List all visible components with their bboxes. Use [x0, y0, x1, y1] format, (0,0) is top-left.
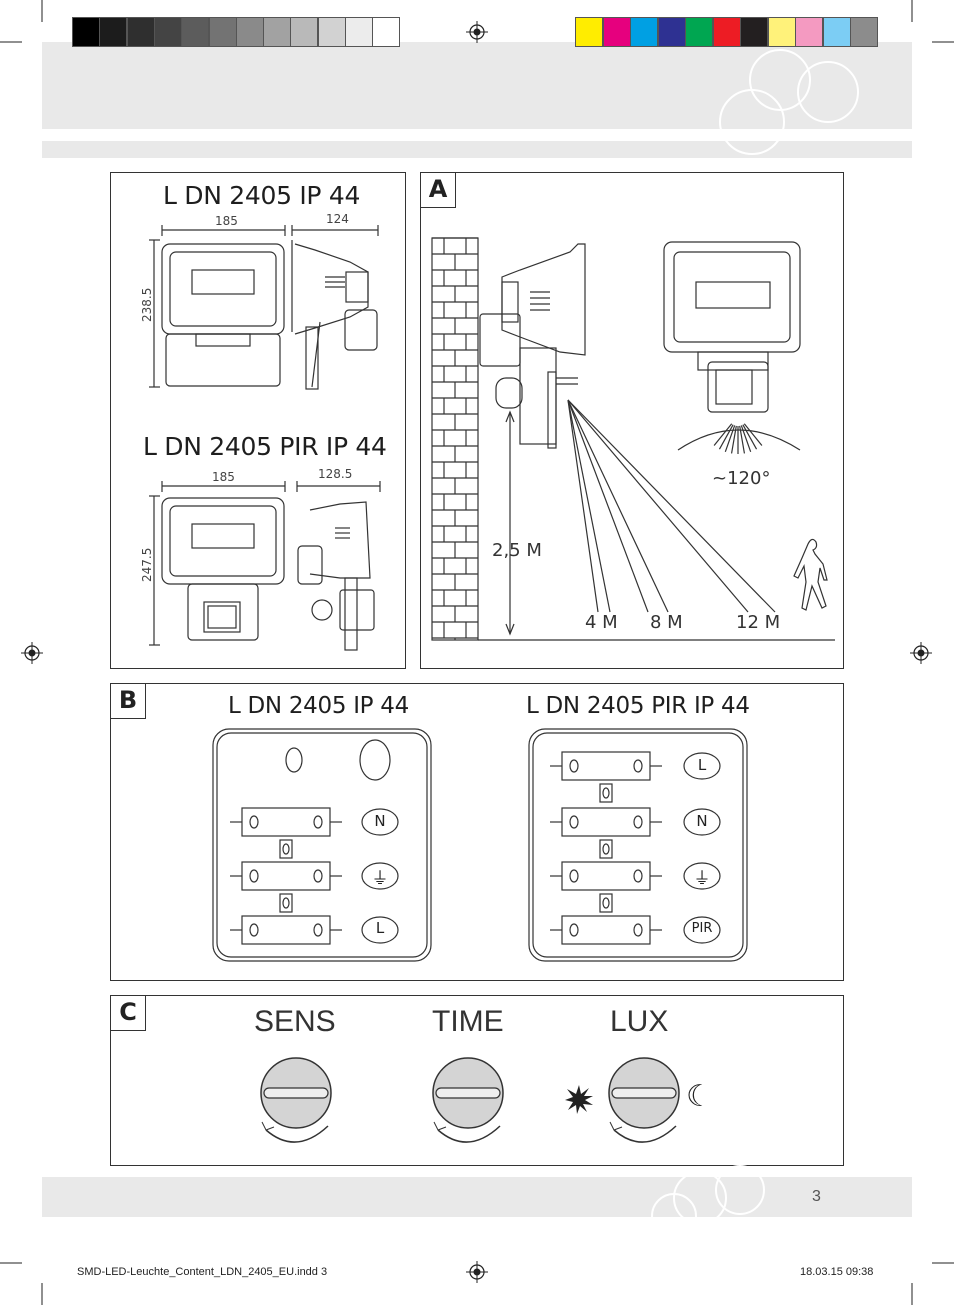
- terminal-label-l: L: [375, 919, 385, 937]
- page-number: 3: [812, 1188, 821, 1205]
- gray-swatch: [126, 17, 155, 47]
- color-swatch: [602, 17, 631, 47]
- footer-date: 18.03.15 09:38: [800, 1266, 874, 1278]
- floodlight-pir-drawing: [149, 481, 381, 651]
- panel-b-label: B: [110, 683, 146, 719]
- header-circles-decoration: [719, 49, 859, 155]
- panel-a: [420, 172, 844, 669]
- terminal-block-ip: [212, 728, 432, 962]
- time-knob[interactable]: [430, 1056, 510, 1148]
- model-ip-title: L DN 2405 IP 44: [163, 181, 361, 210]
- panel-a-label: A: [420, 172, 456, 208]
- distance-8m: 8 M: [650, 612, 683, 633]
- ground-symbol-icon: ⏚: [693, 869, 711, 889]
- crosshair-circle-icon: [466, 1261, 488, 1283]
- gray-swatch: [317, 17, 346, 47]
- floodlight-ip-drawing: [149, 225, 379, 390]
- gray-swatch: [72, 17, 100, 47]
- footer-band: [42, 1177, 912, 1217]
- footer-filename: SMD-LED-Leuchte_Content_LDN_2405_EU.indd…: [77, 1266, 328, 1278]
- depth-dimension: 128.5: [318, 467, 353, 481]
- terminal-label-l: L: [697, 756, 707, 774]
- footer-circles-decoration: [651, 1165, 765, 1239]
- lux-label: LUX: [610, 1005, 669, 1038]
- mounting-height: 2,5 M: [492, 540, 542, 561]
- header-band: [42, 42, 912, 129]
- color-swatch: [850, 17, 878, 47]
- width-dimension: 185: [215, 214, 238, 228]
- sun-icon: [565, 1085, 593, 1114]
- color-swatch: [685, 17, 713, 47]
- model-pir-title: L DN 2405 PIR IP 44: [143, 432, 387, 461]
- ground-symbol-icon: ⏚: [371, 869, 389, 889]
- sens-knob[interactable]: [258, 1056, 338, 1148]
- distance-12m: 12 M: [736, 612, 781, 633]
- gray-swatch: [235, 17, 264, 47]
- color-swatch: [740, 17, 768, 47]
- gray-swatch: [181, 17, 210, 47]
- mounting-diagram: [431, 237, 835, 641]
- lux-knob[interactable]: [606, 1056, 686, 1148]
- gray-swatch: [208, 17, 237, 47]
- distance-4m: 4 M: [585, 612, 618, 633]
- terminal-label-n: N: [696, 812, 708, 830]
- terminal-block-pir: [528, 728, 748, 962]
- gray-swatch: [263, 17, 292, 47]
- width-dimension: 185: [212, 470, 235, 484]
- crosshair-circle-icon: [910, 642, 932, 664]
- terminal-label-pir: PIR: [691, 921, 713, 936]
- depth-dimension: 124: [326, 212, 349, 226]
- crosshair-circle-icon: [21, 642, 43, 664]
- gray-swatch: [345, 17, 373, 47]
- time-label: TIME: [432, 1005, 504, 1038]
- header-strip: [42, 141, 912, 158]
- gray-swatch: [372, 17, 401, 47]
- panel-c-label: C: [110, 995, 146, 1031]
- wiring-ip-title: L DN 2405 IP 44: [228, 693, 409, 719]
- detection-angle: ~120°: [712, 468, 771, 489]
- terminal-label-n: N: [374, 812, 386, 830]
- wiring-pir-title: L DN 2405 PIR IP 44: [526, 693, 750, 719]
- crosshair-circle-icon: [466, 21, 488, 43]
- sens-label: SENS: [254, 1005, 336, 1038]
- moon-icon: ☾: [686, 1079, 713, 1114]
